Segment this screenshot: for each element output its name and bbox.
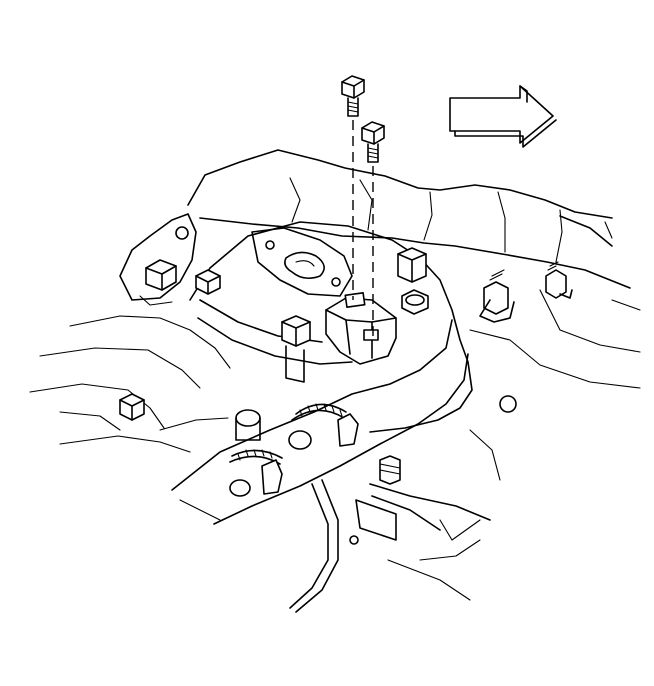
nut-icon xyxy=(119,393,145,421)
nut-icon xyxy=(397,247,427,283)
hose-clamps xyxy=(229,403,359,495)
mounting-nuts xyxy=(119,247,429,421)
wiring-harness xyxy=(289,429,501,613)
egr-valve-flange xyxy=(251,227,353,297)
nut-icon xyxy=(145,259,177,291)
nut-icon xyxy=(401,289,429,315)
studs xyxy=(379,261,573,485)
hose-clamp-icon xyxy=(291,403,359,447)
right-arrow-icon xyxy=(449,85,557,148)
nut-icon xyxy=(281,315,311,383)
hose-clamp-icon xyxy=(229,449,283,495)
coolant-hose xyxy=(171,319,469,525)
engine-mount-bracket xyxy=(119,213,197,306)
sensor-bracket xyxy=(325,292,397,365)
bolt-icon xyxy=(341,75,365,300)
nut-icon xyxy=(195,269,221,295)
stud-icon xyxy=(545,261,573,299)
stud-icon xyxy=(379,455,401,485)
stud-icon xyxy=(479,269,515,323)
bolt-icon xyxy=(361,121,385,340)
